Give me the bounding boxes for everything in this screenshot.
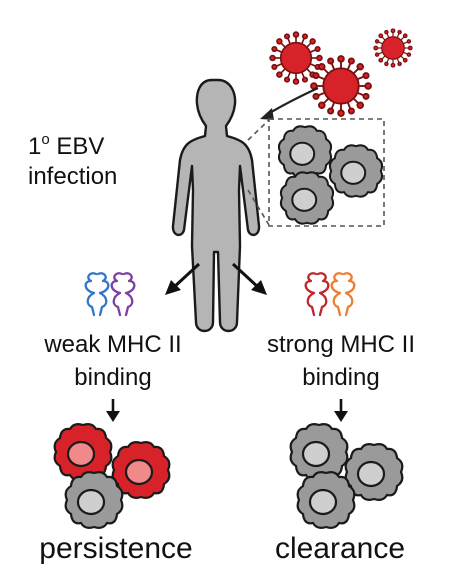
- uninfected-cell: [279, 171, 335, 225]
- infection-number: 1: [28, 133, 42, 160]
- human-body-icon: [171, 78, 261, 333]
- infection-arrowhead: [260, 108, 274, 120]
- virus-icon: [310, 55, 372, 117]
- persistence-cells: [53, 423, 171, 530]
- infected-cell: [111, 441, 171, 499]
- zoom-lines: [247, 118, 385, 227]
- infection-superscript: o: [41, 131, 50, 148]
- hla-icon-purple: [110, 272, 136, 317]
- uninfected-cell: [64, 471, 124, 530]
- hla-icon-red: [304, 272, 330, 317]
- clearance-cells: [289, 423, 404, 530]
- hla-icon-orange: [330, 272, 356, 317]
- infection-label-virus: EBV: [56, 133, 105, 160]
- strong-binding-line2: binding: [302, 364, 380, 391]
- strong-binding-line1: strong MHC II: [266, 331, 416, 358]
- infection-label-line1: 1o EBV: [28, 132, 178, 159]
- infection-label-line2: infection: [28, 163, 118, 190]
- infection-label: 1o EBV infection: [28, 132, 178, 195]
- uninfected-cell: [328, 144, 384, 198]
- zoom-box-cells: [277, 125, 384, 225]
- uninfected-cell: [289, 423, 349, 481]
- weak-binding-line1: weak MHC II: [44, 331, 182, 358]
- uninfected-cell: [344, 443, 404, 501]
- zoom-box: [268, 118, 385, 227]
- hla-icon-blue: [84, 272, 110, 317]
- weak-binding-line2: binding: [74, 364, 152, 391]
- persistence-label: persistence: [39, 532, 193, 565]
- infected-cell: [53, 423, 113, 481]
- clearance-label: clearance: [274, 532, 406, 565]
- strong-down-arrow: [334, 399, 348, 422]
- uninfected-cell: [277, 125, 333, 179]
- virus-icon: [373, 28, 413, 68]
- weak-down-arrow: [106, 399, 120, 422]
- uninfected-cell: [296, 471, 356, 530]
- infection-arrow: [267, 87, 319, 115]
